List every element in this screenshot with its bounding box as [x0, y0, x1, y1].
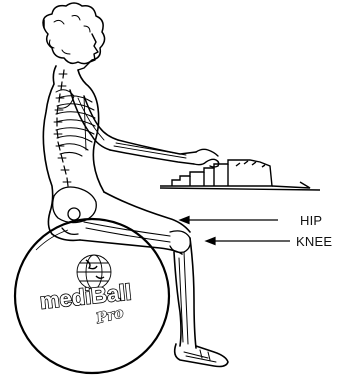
front-outline — [78, 70, 104, 192]
hip-arrowhead — [180, 217, 189, 224]
back-outline — [43, 66, 56, 212]
knee-label: KNEE — [296, 234, 332, 249]
hip-label: HIP — [300, 213, 322, 228]
knee-arrowhead — [206, 238, 215, 245]
face — [78, 34, 98, 70]
shin — [190, 238, 196, 348]
keyboard — [160, 160, 320, 190]
pointer-arrows — [180, 217, 290, 245]
hair — [43, 3, 105, 64]
knee-joint — [170, 231, 190, 253]
